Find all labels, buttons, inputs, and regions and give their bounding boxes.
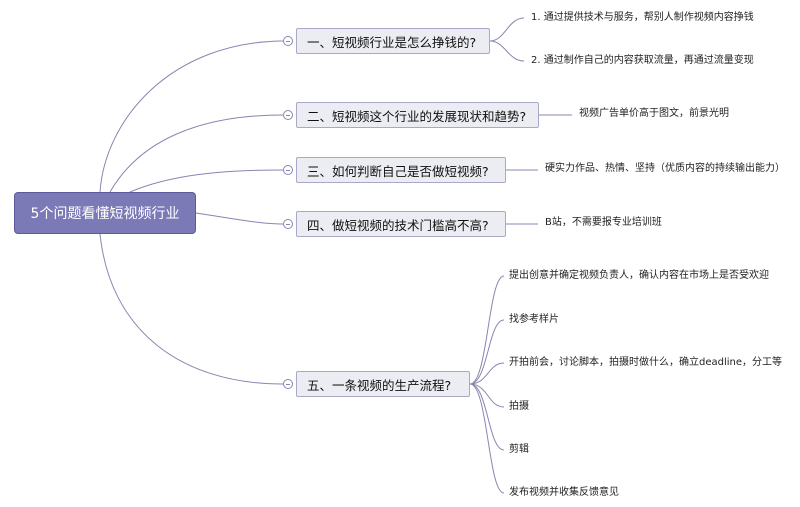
collapse-topic-2-icon[interactable] — [283, 110, 293, 120]
topic-2-subtopic-1[interactable]: 视频广告单价高于图文，前景光明 — [579, 108, 729, 119]
topic-3-subtopic-1[interactable]: 硬实力作品、热情、坚持（优质内容的持续输出能力） — [545, 163, 785, 174]
collapse-topic-4-icon[interactable] — [283, 219, 293, 229]
connector-root-topic-2 — [109, 114, 284, 193]
connector-root-topic-4 — [195, 212, 284, 225]
topic-2[interactable]: 二、短视频这个行业的发展现状和趋势? — [296, 102, 539, 128]
topic-2-label: 二、短视频这个行业的发展现状和趋势? — [307, 108, 527, 124]
topic-1-label: 一、短视频行业是怎么挣钱的? — [307, 34, 477, 50]
connector-topic-1-sub-1 — [489, 17, 525, 42]
topic-5-subtopic-1[interactable]: 提出创意并确定视频负责人，确认内容在市场上是否受欢迎 — [509, 270, 769, 281]
connector-root-topic-5 — [99, 233, 284, 385]
connector-topic-5-sub-3 — [469, 362, 505, 385]
topic-5-label: 五、一条视频的生产流程? — [307, 377, 452, 393]
connector-topic-5-sub-2 — [469, 319, 505, 385]
topic-5-subtopic-6[interactable]: 发布视频并收集反馈意见 — [509, 487, 619, 498]
topic-3[interactable]: 三、如何判断自己是否做短视频? — [296, 157, 506, 183]
topic-3-label: 三、如何判断自己是否做短视频? — [307, 163, 489, 179]
root-topic-label: 5个问题看懂短视频行业 — [30, 206, 180, 222]
topic-5-subtopic-3[interactable]: 开拍前会，讨论脚本，拍摄时做什么，确立deadline，分工等 — [509, 357, 783, 368]
root-topic[interactable]: 5个问题看懂短视频行业 — [14, 192, 196, 234]
connector-root-topic-3 — [129, 169, 284, 193]
topic-5-subtopic-4[interactable]: 拍摄 — [509, 401, 529, 412]
connector-topic-1-sub-2 — [489, 40, 525, 62]
topic-1[interactable]: 一、短视频行业是怎么挣钱的? — [296, 28, 490, 54]
topic-5-subtopic-2[interactable]: 找参考样片 — [509, 314, 559, 325]
topic-4[interactable]: 四、做短视频的技术门槛高不高? — [296, 211, 506, 237]
topic-1-subtopic-2[interactable]: 2. 通过制作自己的内容获取流量，再通过流量变现 — [531, 55, 754, 66]
connector-root-topic-1 — [99, 40, 284, 193]
collapse-topic-1-icon[interactable] — [283, 36, 293, 46]
collapse-topic-3-icon[interactable] — [283, 165, 293, 175]
topic-4-subtopic-1[interactable]: B站，不需要报专业培训班 — [545, 217, 662, 228]
topic-1-subtopic-1[interactable]: 1. 通过提供技术与服务，帮别人制作视频内容挣钱 — [531, 12, 754, 23]
topic-5[interactable]: 五、一条视频的生产流程? — [296, 371, 470, 397]
collapse-topic-5-icon[interactable] — [283, 379, 293, 389]
connector-topic-5-sub-6 — [469, 383, 505, 494]
connector-topic-5-sub-5 — [469, 383, 505, 451]
topic-4-label: 四、做短视频的技术门槛高不高? — [307, 217, 489, 233]
topic-5-subtopic-5[interactable]: 剪辑 — [509, 444, 529, 455]
connector-topic-5-sub-1 — [469, 275, 505, 385]
